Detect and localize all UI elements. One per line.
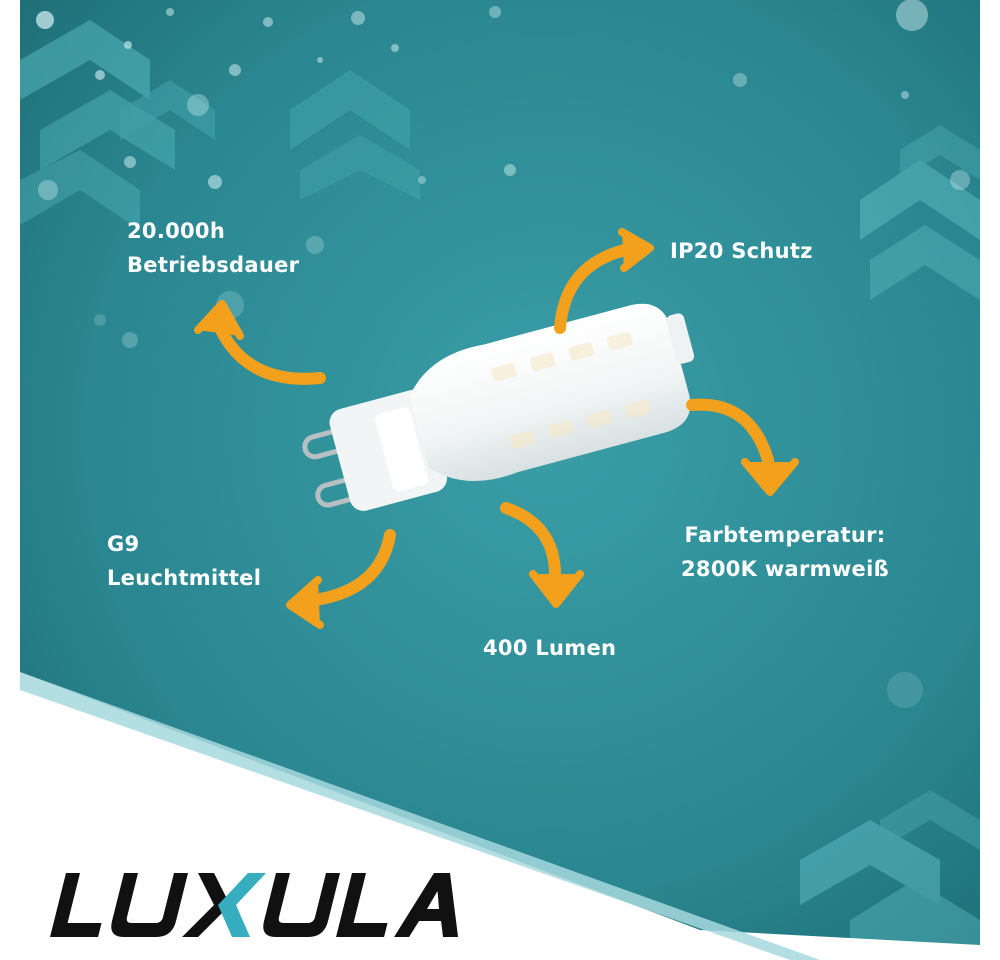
feature-protection-label: IP20 Schutz xyxy=(670,234,813,268)
arrowhead-ip xyxy=(618,228,654,272)
curved-arrow-icon xyxy=(309,529,396,606)
feature-color-temperature-label: Farbtemperatur: 2800K warmweiß xyxy=(681,518,889,586)
curved-arrow-icon xyxy=(500,502,561,581)
feature-socket-label: G9 Leuchtmittel xyxy=(107,527,261,595)
logo-letter-x-accent xyxy=(218,873,267,937)
right-margin xyxy=(980,0,1000,960)
color-temperature-value: 2800K warmweiß xyxy=(681,557,889,581)
lifetime-hours: 20.000h xyxy=(127,219,226,243)
arrowhead-lifetime xyxy=(194,300,244,340)
decorative-chevrons-top-left xyxy=(20,20,420,230)
logo-letter-l xyxy=(50,873,102,937)
color-temperature-caption: Farbtemperatur: xyxy=(684,523,886,547)
curved-arrow-icon xyxy=(216,326,326,385)
curved-arrow-icon xyxy=(686,398,774,466)
feature-lifetime-label: 20.000h Betriebsdauer xyxy=(127,214,299,282)
feature-lumen-label: 400 Lumen xyxy=(483,631,616,665)
bulb-pin-upper xyxy=(302,426,348,460)
arrowhead-lumen xyxy=(529,570,584,608)
footer-teal-band xyxy=(20,672,820,960)
lumen-value: 400 Lumen xyxy=(483,636,617,660)
logo-letter-a xyxy=(394,873,459,937)
curved-arrow-icon xyxy=(554,244,631,334)
logo-letter-l2 xyxy=(336,873,388,937)
bokeh-dots xyxy=(36,0,970,708)
decorative-chevrons-right xyxy=(860,125,980,300)
protection-text: IP20 Schutz xyxy=(670,239,813,263)
led-bulb-icon xyxy=(302,303,695,511)
logo-letter-u2 xyxy=(263,873,341,937)
left-margin xyxy=(0,0,20,960)
logo-letter-x-dark xyxy=(182,873,231,937)
footer-white-area xyxy=(20,672,980,960)
arrowhead-colortemp xyxy=(741,458,799,496)
socket-caption: Leuchtmittel xyxy=(107,566,262,590)
arrowhead-socket xyxy=(286,576,324,629)
lifetime-caption: Betriebsdauer xyxy=(127,253,300,277)
socket-type: G9 xyxy=(107,532,140,556)
bulb-pin-lower xyxy=(315,475,360,508)
logo-letter-u xyxy=(111,873,189,937)
arrows xyxy=(194,228,799,629)
brand-logo xyxy=(50,873,459,937)
